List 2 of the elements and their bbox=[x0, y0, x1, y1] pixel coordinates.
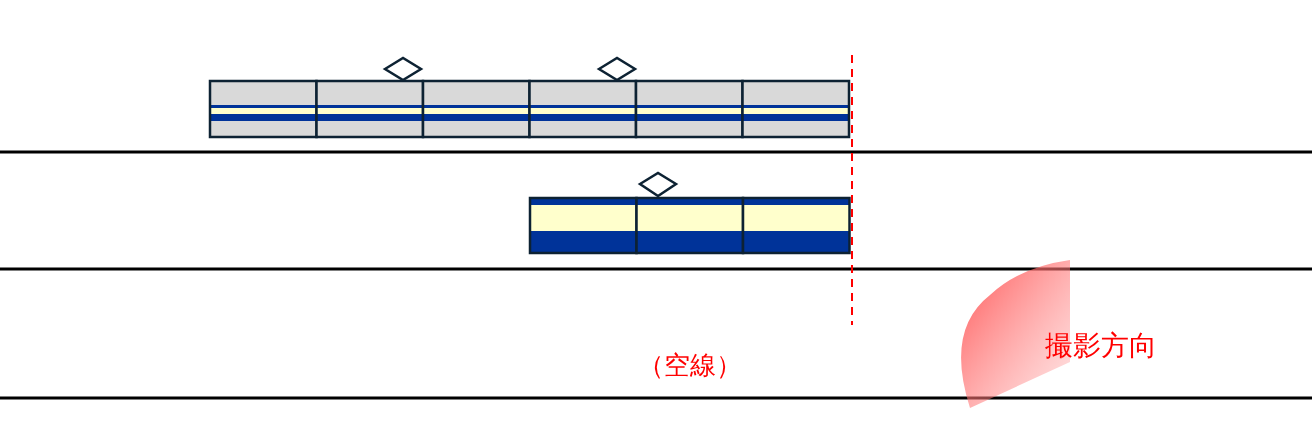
track-note: （空線） bbox=[638, 352, 742, 378]
direction-label: 撮影方向 bbox=[1045, 332, 1157, 360]
